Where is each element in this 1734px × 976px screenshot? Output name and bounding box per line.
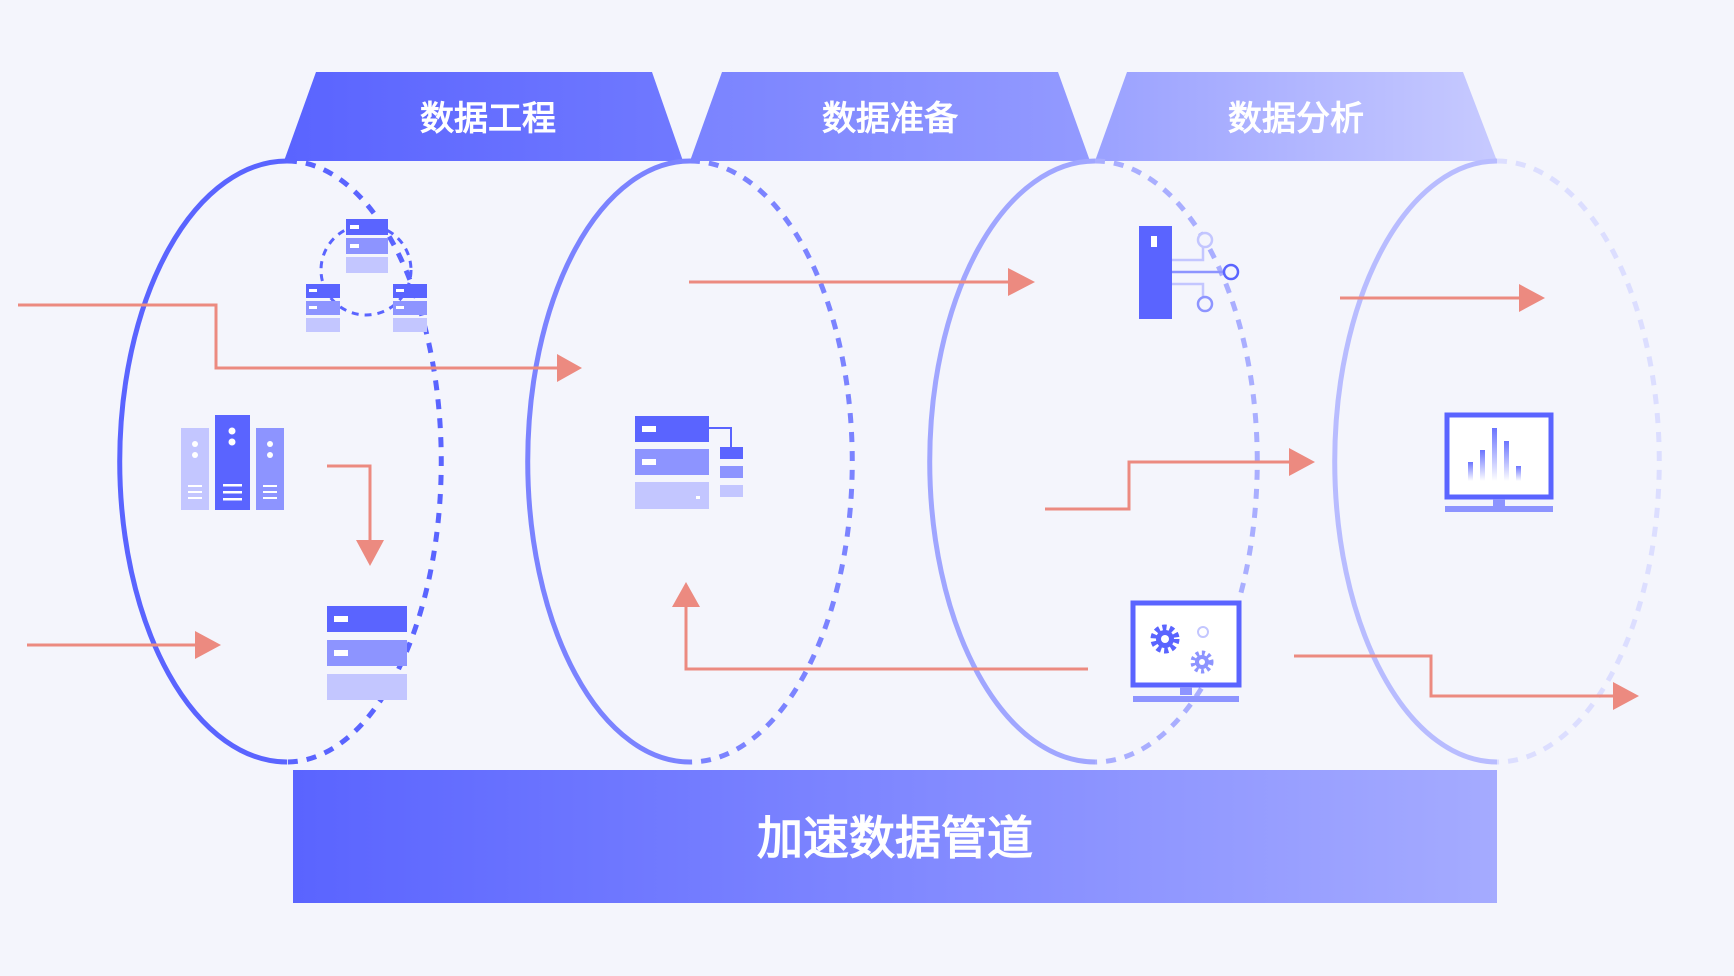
stage-label-engineering: 数据工程 xyxy=(420,99,556,139)
gear-icon xyxy=(1150,624,1180,654)
server-stack-icon xyxy=(327,606,407,700)
settings-monitor-icon xyxy=(1130,600,1242,702)
arrow-head-4 xyxy=(1008,268,1035,296)
arrow-heads xyxy=(195,268,1639,710)
ring-4 xyxy=(1332,158,1662,765)
stage-label-preparation: 数据准备 xyxy=(822,99,959,139)
server-rack-icon xyxy=(181,415,284,510)
stage-tab-preparation: 数据准备 xyxy=(690,72,1090,161)
server-cluster-icon xyxy=(306,219,427,332)
ring-3 xyxy=(927,158,1260,765)
pipeline-label: 加速数据管道 xyxy=(757,811,1033,865)
tiny-gear-icon xyxy=(1197,626,1209,638)
small-gear-icon xyxy=(1190,650,1214,674)
flow-arrow-6 xyxy=(1045,460,1291,511)
stage-tab-analysis: 数据分析 xyxy=(1095,72,1497,161)
database-network-icon xyxy=(635,416,743,509)
stage-label-analysis: 数据分析 xyxy=(1228,99,1364,139)
pipeline-bar: 加速数据管道 xyxy=(293,770,1497,903)
arrow-head-8 xyxy=(1613,682,1639,710)
arrow-head-6 xyxy=(1289,448,1315,476)
arrow-head-5 xyxy=(672,582,700,607)
stage-tab-engineering: 数据工程 xyxy=(284,72,683,161)
flow-arrow-5 xyxy=(684,605,1088,671)
flow-arrows xyxy=(18,280,1615,698)
arrow-head-7 xyxy=(1519,284,1545,312)
flow-arrow-8 xyxy=(1294,654,1615,698)
bar-chart-monitor-icon xyxy=(1444,412,1554,512)
ring-1 xyxy=(117,158,444,765)
arrow-head-2 xyxy=(356,540,384,566)
ring-2 xyxy=(525,158,855,765)
arrow-head-3 xyxy=(195,631,221,659)
flow-arrow-2 xyxy=(327,464,372,540)
server-tree-icon xyxy=(1139,226,1240,319)
flow-arrow-1 xyxy=(18,303,562,370)
arrow-head-1 xyxy=(557,354,582,382)
